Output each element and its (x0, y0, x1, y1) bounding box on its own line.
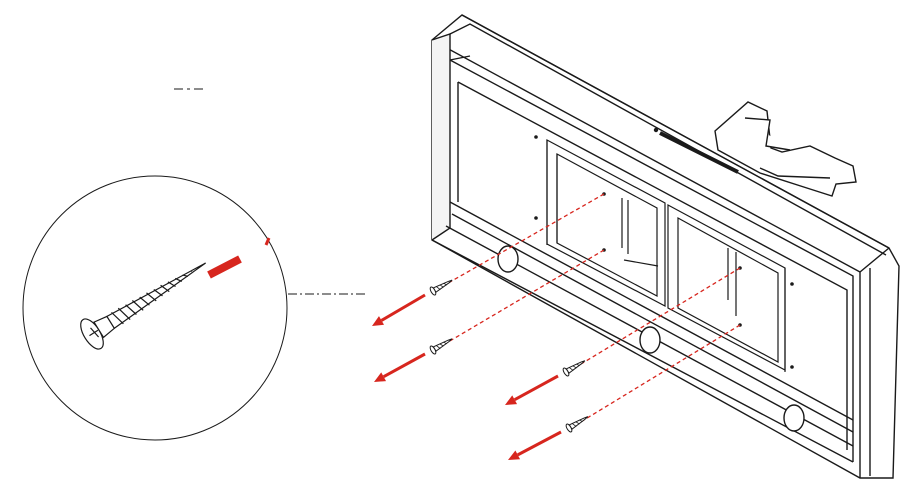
removal-arrow-shaft (517, 430, 562, 457)
screw-icon (562, 360, 586, 377)
removal-arrow-head-icon (508, 450, 521, 460)
vent-holes (497, 245, 805, 432)
screw-icon (429, 279, 453, 296)
screw-removal-group (372, 193, 741, 460)
removal-arrow-shaft (380, 293, 426, 322)
removal-arrow-shaft (513, 374, 559, 402)
cabinet-inner-panels (546, 131, 786, 372)
extraction-path-line (578, 324, 741, 424)
extraction-path-line (442, 193, 605, 287)
detail-arrow (207, 237, 271, 279)
rear-mount-bracket (714, 101, 857, 197)
screw-icon (565, 416, 589, 433)
detail-magnifier-circle (22, 175, 288, 441)
removal-arrow-head-icon (374, 372, 387, 382)
removal-arrow-shaft (382, 352, 426, 379)
removal-arrow-head-icon (505, 395, 518, 405)
removal-arrow-head-icon (372, 316, 385, 326)
extraction-path-line (442, 249, 605, 346)
screw-icon (429, 338, 453, 355)
screw-detail-icon (80, 262, 206, 350)
extraction-path-line (575, 267, 741, 368)
